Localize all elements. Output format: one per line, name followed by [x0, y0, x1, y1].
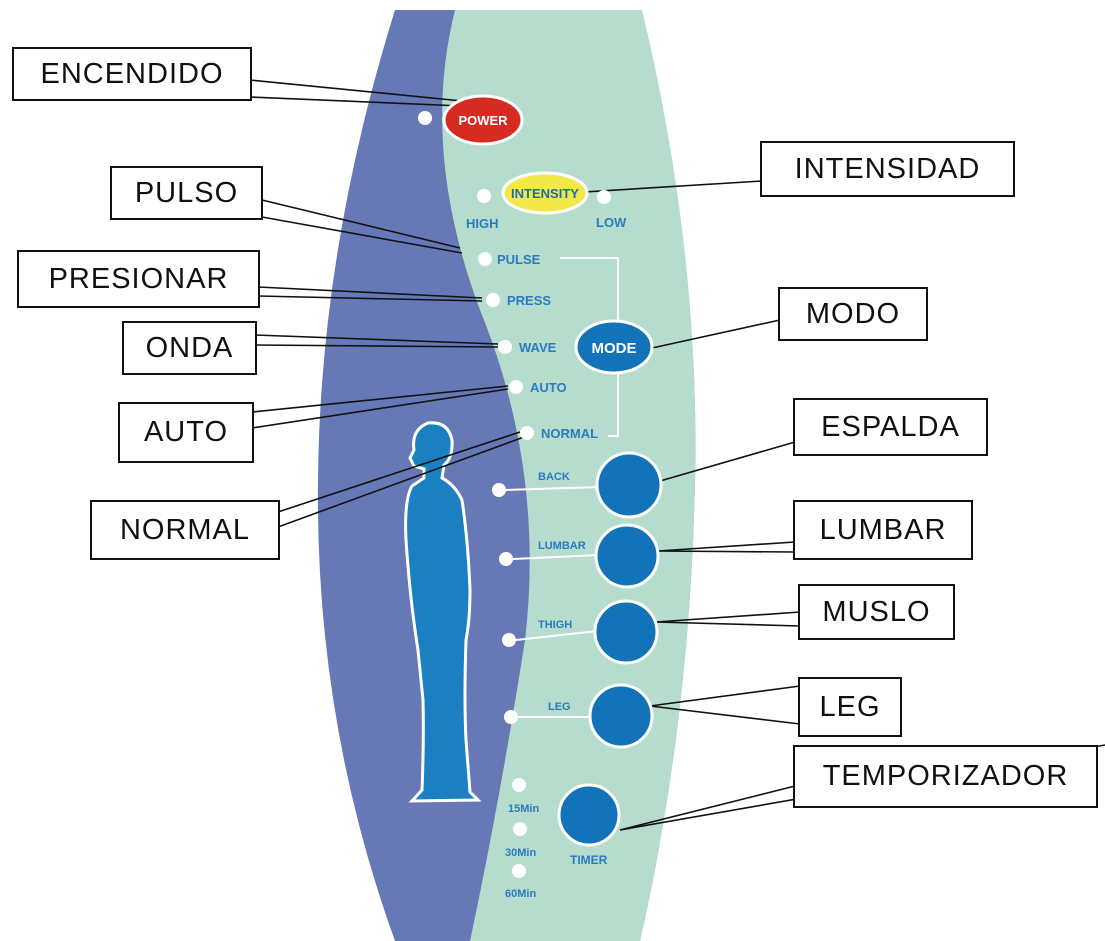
lumbar-label: LUMBAR — [538, 540, 586, 552]
lumbar-button[interactable] — [594, 523, 660, 589]
normal-label: NORMAL — [541, 426, 598, 441]
callout-auto: AUTO — [118, 402, 254, 463]
low-label: LOW — [596, 215, 627, 230]
15min-label: 15Min — [508, 803, 539, 815]
timer-button[interactable] — [557, 783, 621, 847]
power-label: POWER — [458, 113, 508, 128]
high-label: HIGH — [466, 216, 499, 231]
callout-presionar: PRESIONAR — [17, 250, 260, 308]
30min-led — [513, 822, 527, 836]
callout-pulso: PULSO — [110, 166, 263, 220]
intensity-button[interactable] — [501, 171, 589, 215]
thigh-led — [502, 633, 516, 647]
power-button[interactable] — [442, 94, 524, 146]
press-label: PRESS — [507, 293, 551, 308]
lumbar-led — [499, 552, 513, 566]
leg-label: LEG — [548, 701, 571, 713]
thigh-label: THIGH — [538, 619, 572, 631]
press-led — [486, 293, 500, 307]
normal-led — [520, 426, 534, 440]
auto-led — [509, 380, 523, 394]
callout-muslo: MUSLO — [798, 584, 955, 640]
thigh-button[interactable] — [593, 599, 659, 665]
leg-led — [504, 710, 518, 724]
wave-label: WAVE — [519, 340, 557, 355]
callout-onda: ONDA — [122, 321, 257, 375]
timer-label: TIMER — [570, 853, 608, 867]
60min-label: 60Min — [505, 888, 536, 900]
low-led — [597, 190, 611, 204]
callout-modo: MODO — [778, 287, 928, 341]
15min-led — [512, 778, 526, 792]
pulse-led — [478, 252, 492, 266]
high-led — [477, 189, 491, 203]
30min-label: 30Min — [505, 847, 536, 859]
callout-lumbar: LUMBAR — [793, 500, 973, 560]
pulse-label: PULSE — [497, 252, 541, 267]
callout-normal: NORMAL — [90, 500, 280, 560]
callout-encendido: ENCENDIDO — [12, 47, 252, 101]
intensity-label: INTENSITY — [511, 186, 579, 201]
back-button[interactable] — [595, 451, 663, 519]
auto-label: AUTO — [530, 380, 567, 395]
mode-label: MODE — [592, 340, 637, 357]
mode-button[interactable] — [574, 319, 654, 375]
wave-led — [498, 340, 512, 354]
power-led — [418, 111, 432, 125]
callout-leg: LEG — [798, 677, 902, 737]
leader-lines — [249, 79, 1105, 831]
callout-espalda: ESPALDA — [793, 398, 988, 456]
back-led — [492, 483, 506, 497]
callout-temporizador: TEMPORIZADOR — [793, 745, 1098, 808]
back-label: BACK — [538, 471, 570, 483]
60min-led — [512, 864, 526, 878]
leg-button[interactable] — [588, 683, 654, 749]
callout-intensidad: INTENSIDAD — [760, 141, 1015, 197]
